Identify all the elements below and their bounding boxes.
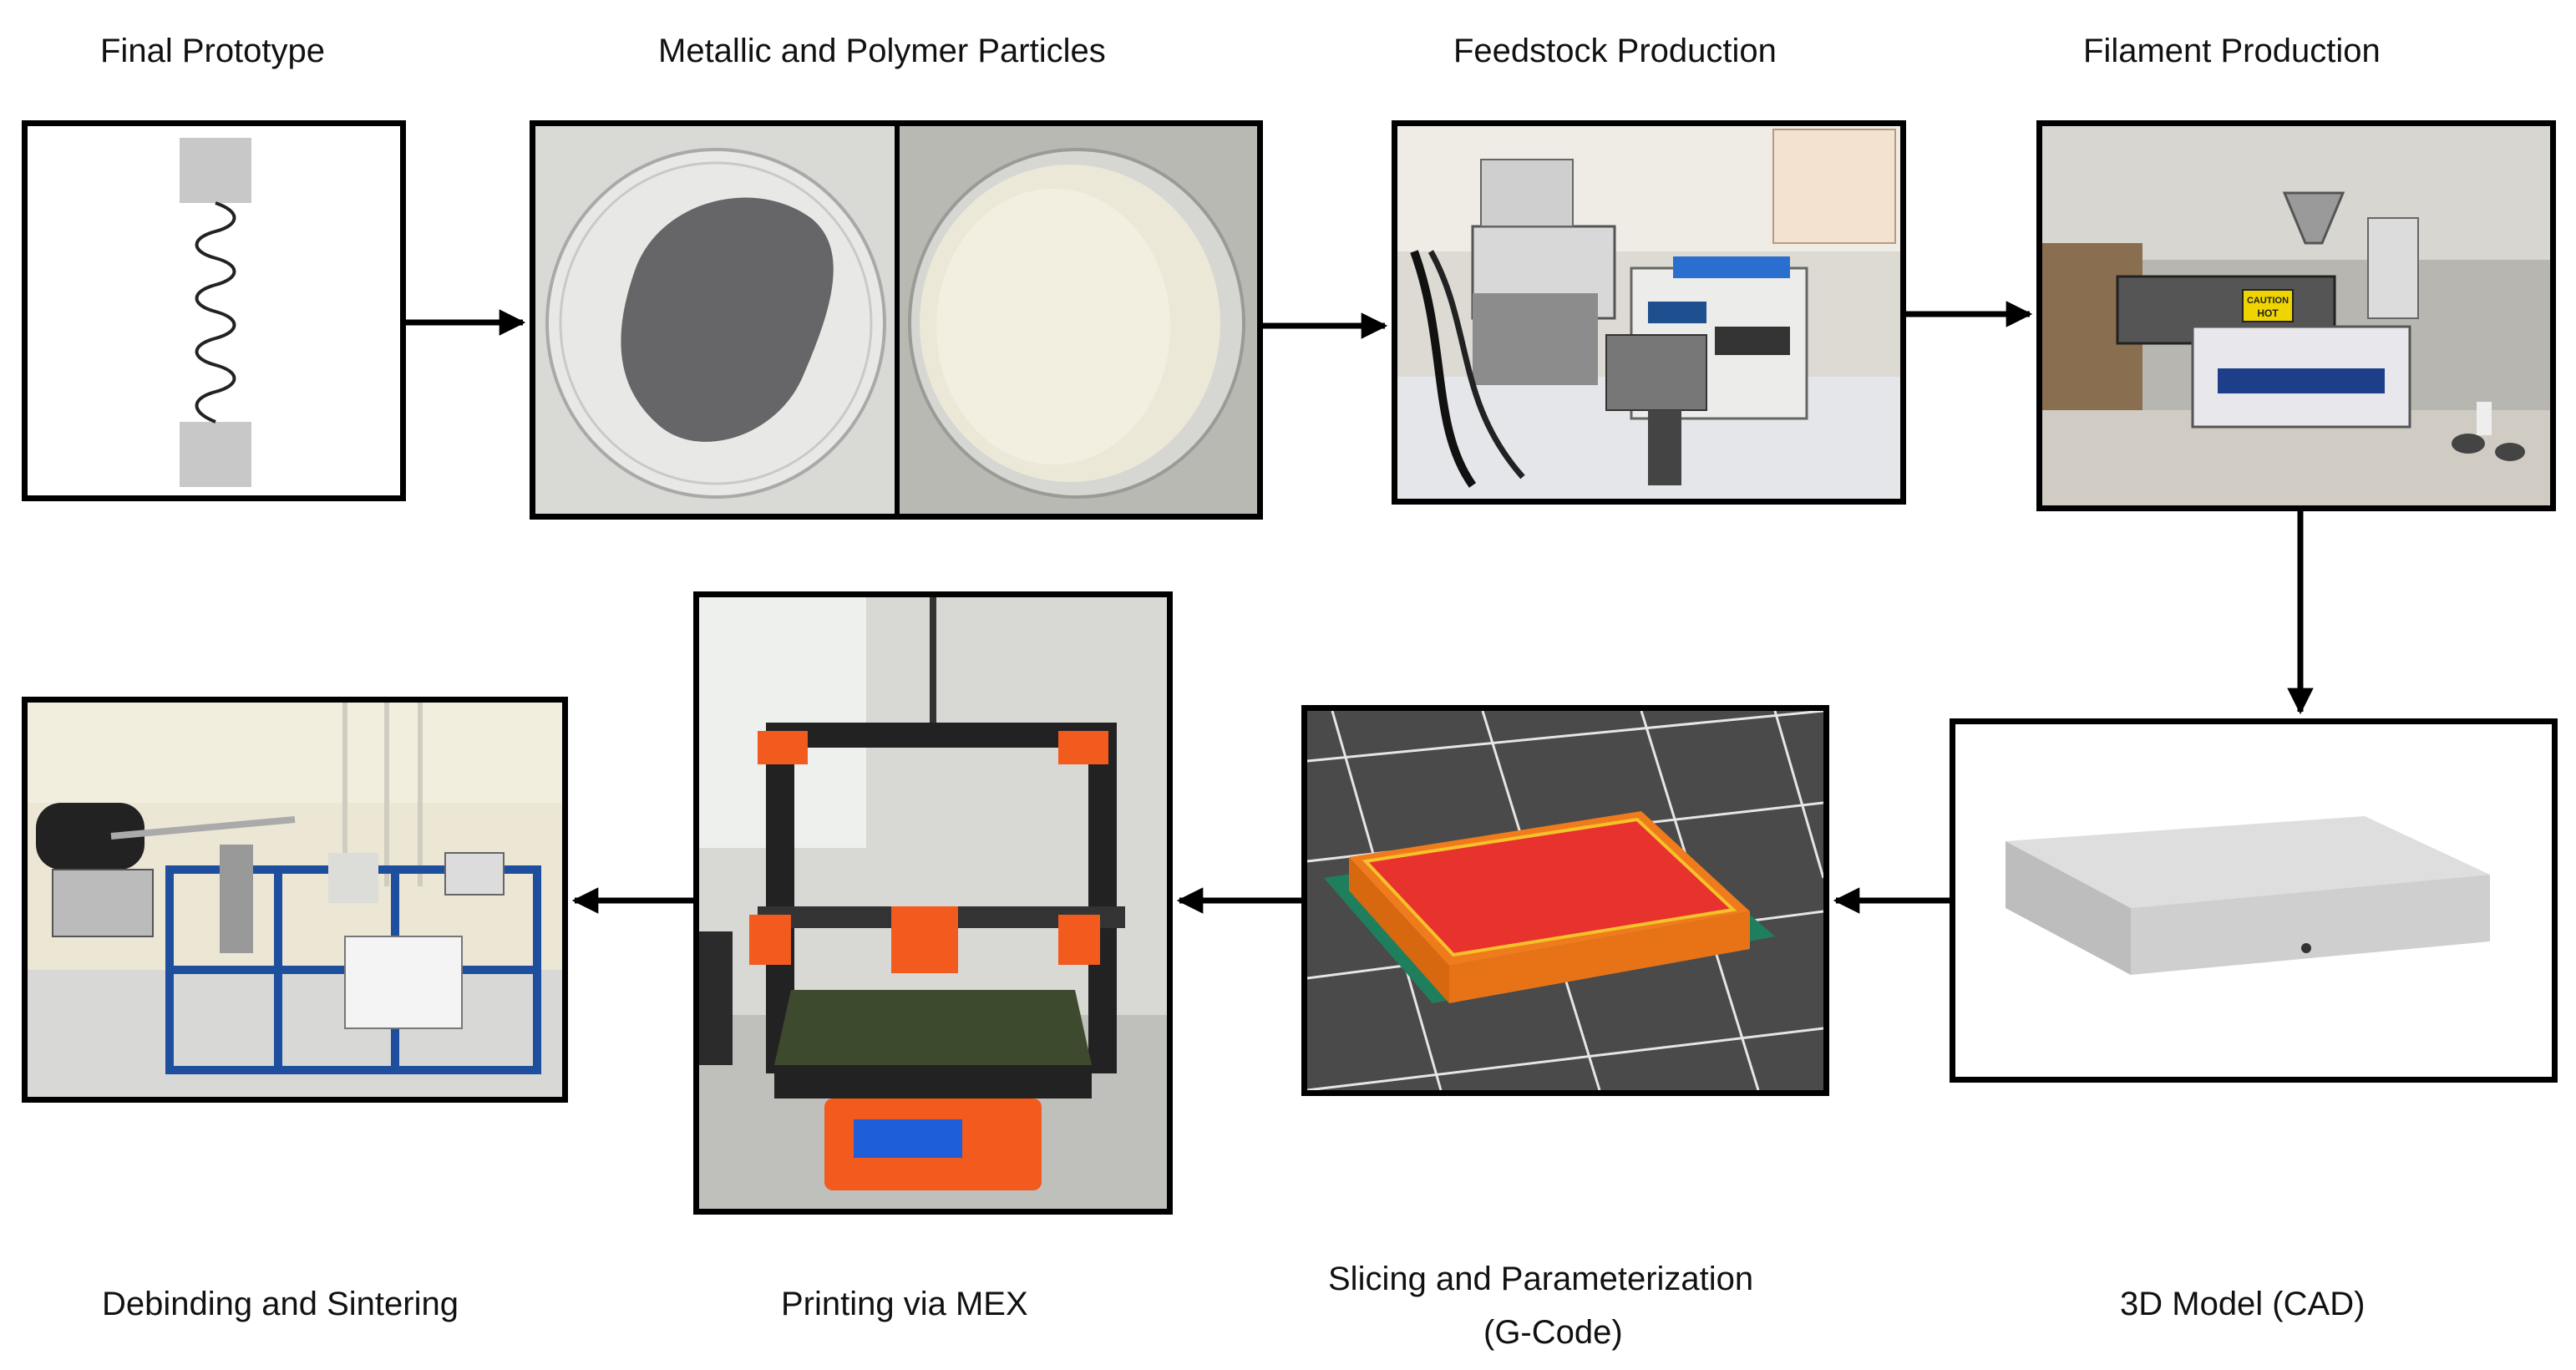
label-filament: Filament Production: [2083, 33, 2381, 69]
label-slicing-line1: Slicing and Parameterization: [1328, 1261, 1754, 1297]
printing-box: [693, 591, 1173, 1215]
sliced-model-illustration: [1307, 711, 1823, 1090]
feedstock-box: [1392, 120, 1906, 505]
sintering-box: [22, 697, 568, 1103]
label-cad: 3D Model (CAD): [2120, 1286, 2366, 1322]
label-printing: Printing via MEX: [781, 1286, 1028, 1322]
slicing-box: [1301, 705, 1829, 1096]
filament-box: CAUTION HOT: [2036, 120, 2556, 511]
particles-box: [530, 120, 1263, 520]
cad-box: [1950, 718, 2558, 1083]
feedstock-photo: [1397, 126, 1900, 499]
label-particles: Metallic and Polymer Particles: [658, 33, 1106, 69]
sintering-furnace-photo: [28, 703, 562, 1097]
filament-photo: CAUTION HOT: [2042, 126, 2550, 505]
final-prototype-box: [22, 120, 406, 501]
label-sintering: Debinding and Sintering: [102, 1286, 459, 1322]
cad-model-illustration: [2006, 816, 2490, 975]
label-feedstock: Feedstock Production: [1453, 33, 1777, 69]
hot-sign-text: HOT: [2257, 307, 2279, 319]
spring-prototype-illustration: [180, 138, 251, 487]
label-final-prototype: Final Prototype: [100, 33, 326, 69]
printer-photo: [699, 597, 1167, 1209]
caution-sign-text: CAUTION: [2247, 296, 2289, 306]
particles-photo: [535, 126, 1257, 514]
label-slicing-line2: (G-Code): [1483, 1314, 1623, 1351]
